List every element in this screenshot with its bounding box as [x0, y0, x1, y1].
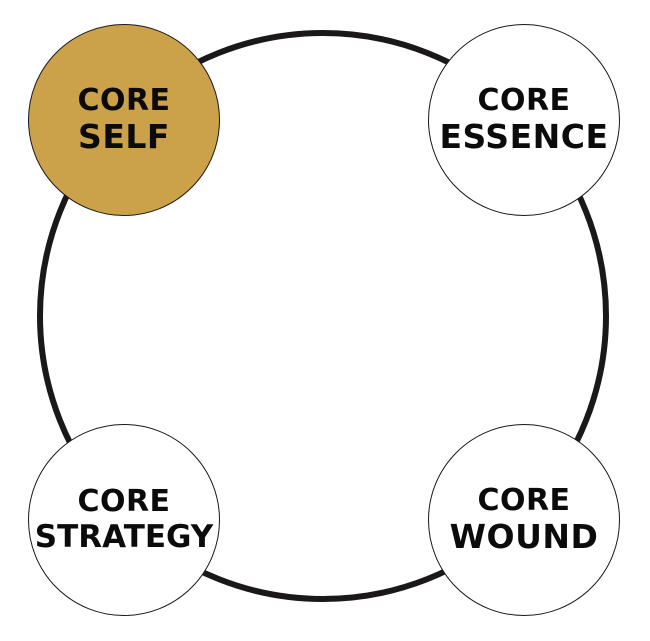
- node-core-essence: CORE ESSENCE: [428, 24, 620, 216]
- node-core-strategy: CORE STRATEGY: [28, 424, 220, 616]
- node-core-wound: CORE WOUND: [428, 424, 620, 616]
- node-core-wound-line1: CORE: [477, 482, 571, 518]
- node-core-essence-line2: ESSENCE: [439, 117, 609, 157]
- node-core-self: CORE SELF: [28, 24, 220, 216]
- node-core-essence-line1: CORE: [477, 82, 571, 118]
- node-core-self-line1: CORE: [77, 82, 171, 118]
- node-core-strategy-line2: STRATEGY: [34, 519, 214, 556]
- node-core-self-line2: SELF: [78, 117, 170, 157]
- node-core-wound-line2: WOUND: [449, 517, 599, 557]
- node-core-strategy-line1: CORE: [77, 484, 171, 520]
- cycle-ring: [37, 30, 609, 602]
